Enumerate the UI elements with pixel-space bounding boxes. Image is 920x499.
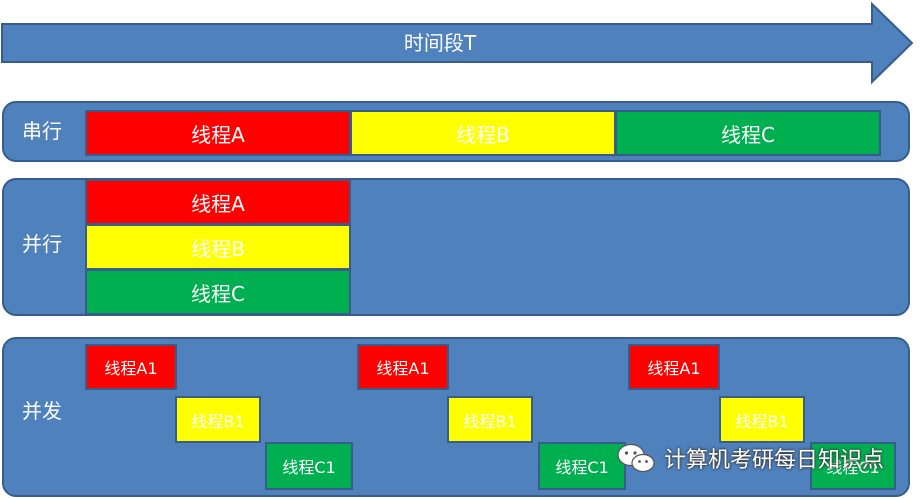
wechat-icon bbox=[617, 443, 655, 473]
concurrent-thread-a1: 线程A1 bbox=[357, 344, 449, 390]
parallel-thread-b: 线程B bbox=[85, 224, 351, 270]
serial-thread-c: 线程C bbox=[615, 110, 881, 156]
watermark-text: 计算机考研每日知识点 bbox=[664, 448, 885, 473]
parallel-thread-c: 线程C bbox=[85, 269, 351, 315]
parallel-thread-a: 线程A bbox=[85, 179, 351, 225]
serial-label: 串行 bbox=[22, 119, 62, 143]
concurrent-label: 并发 bbox=[22, 399, 62, 423]
concurrent-thread-c1: 线程C1 bbox=[810, 442, 896, 490]
watermark: 计算机考研每日知识点 bbox=[616, 440, 884, 476]
concurrent-thread-b1: 线程B1 bbox=[719, 396, 805, 443]
serial-thread-a: 线程A bbox=[85, 110, 351, 156]
concurrent-thread-a1: 线程A1 bbox=[85, 344, 177, 390]
concurrent-thread-c1: 线程C1 bbox=[265, 442, 353, 490]
concurrent-thread-b1: 线程B1 bbox=[447, 396, 533, 443]
timeline-label: 时间段T bbox=[403, 31, 477, 55]
parallel-label: 并行 bbox=[22, 232, 62, 256]
timeline-arrow bbox=[1, 1, 914, 85]
concurrent-thread-b1: 线程B1 bbox=[175, 396, 261, 443]
serial-thread-b: 线程B bbox=[350, 110, 616, 156]
concurrent-thread-c1: 线程C1 bbox=[538, 442, 626, 490]
concurrent-thread-a1: 线程A1 bbox=[628, 344, 720, 390]
